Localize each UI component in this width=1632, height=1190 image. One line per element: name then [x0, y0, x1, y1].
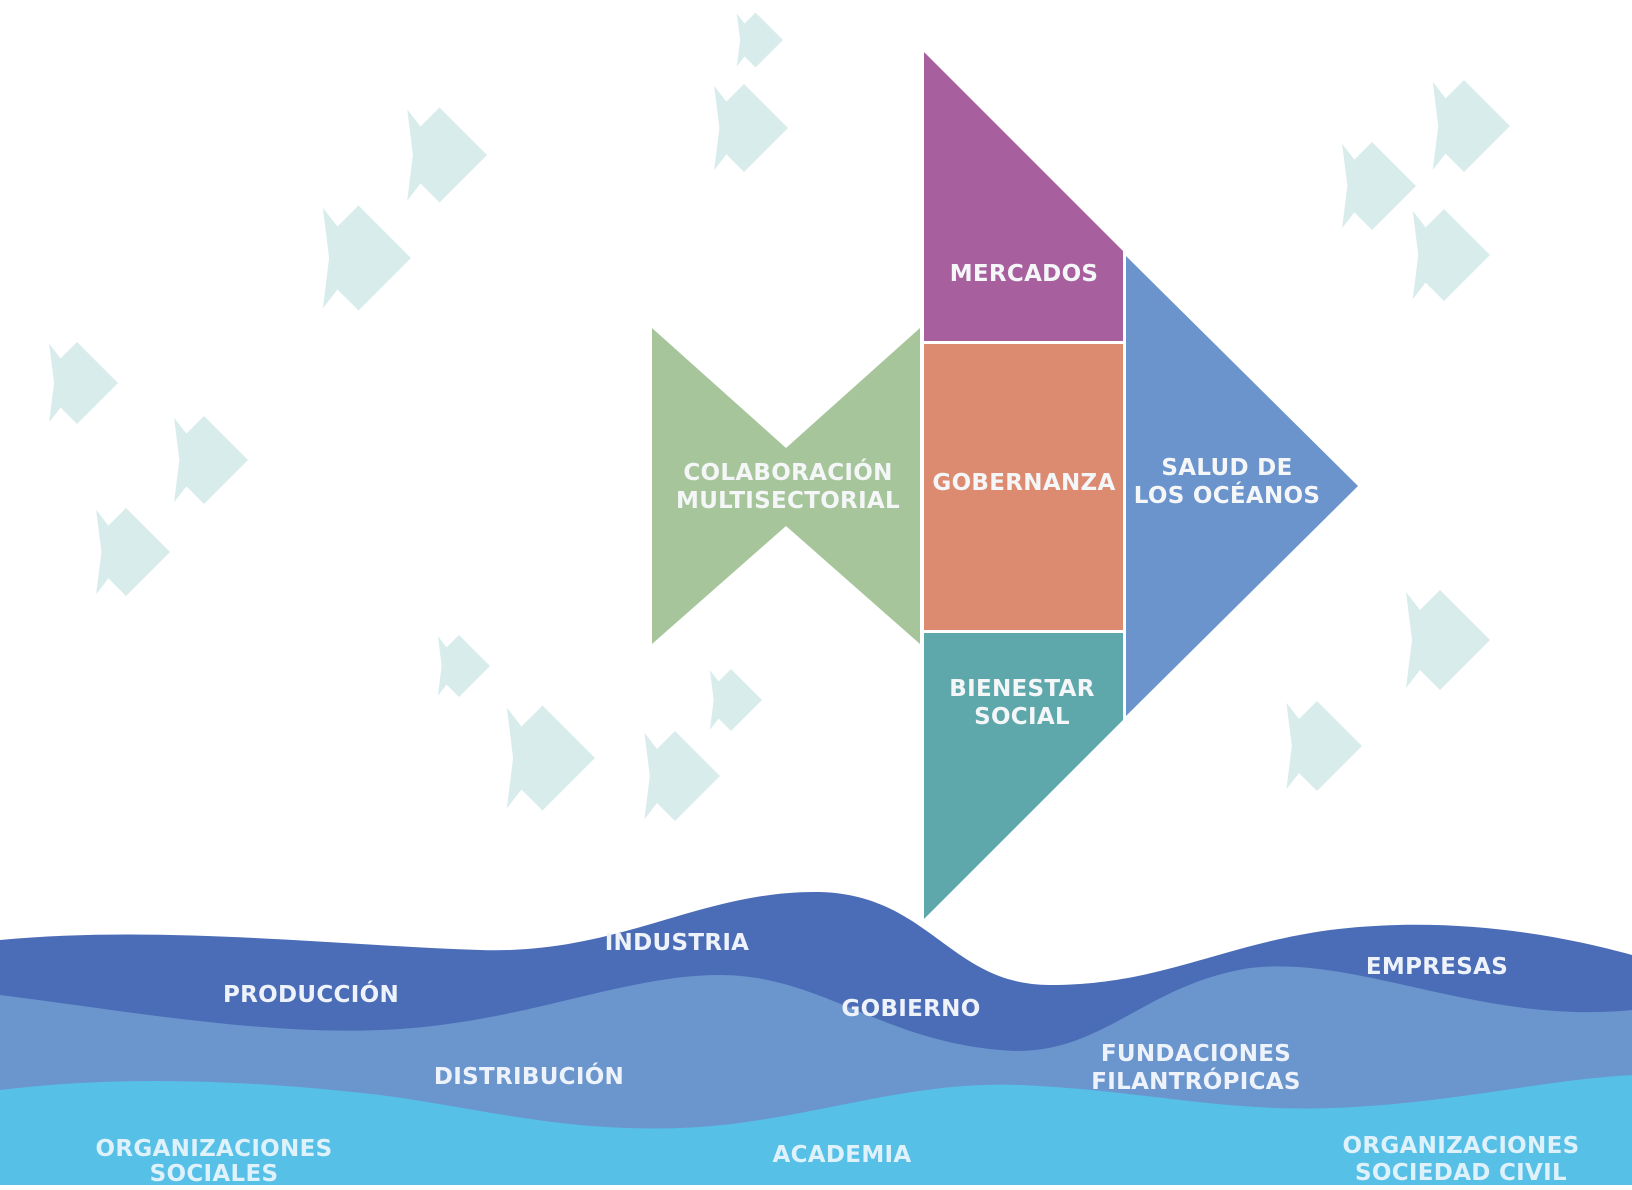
salud-label-line1: SALUD DE — [1161, 455, 1292, 481]
mercados-block — [924, 52, 1123, 341]
decorative-fish-icon — [728, 12, 783, 68]
decorative-fish-icon — [490, 705, 595, 811]
decorative-fish-icon — [1272, 701, 1362, 791]
ocean-waves: PRODUCCIÓN INDUSTRIA GOBIERNO EMPRESAS D… — [0, 891, 1632, 1187]
decorative-fish-icon — [700, 669, 762, 731]
salud-label-line2: LOS OCÉANOS — [1134, 481, 1321, 509]
wave-label-org-sociales-line2: SOCIALES — [150, 1161, 279, 1185]
wave-label-org-civil-line2: SOCIEDAD CIVIL — [1355, 1160, 1567, 1185]
colaboracion-label-line1: COLABORACIÓN — [683, 458, 892, 486]
decorative-fish-icon — [82, 508, 170, 596]
wave-label-empresas: EMPRESAS — [1366, 954, 1508, 980]
colaboracion-block — [652, 328, 920, 644]
bienestar-label-line1: BIENESTAR — [949, 676, 1094, 702]
central-fish: MERCADOS GOBERNANZA BIENESTAR SOCIAL COL… — [652, 52, 1358, 919]
wave-label-gobierno: GOBIERNO — [841, 996, 980, 1022]
decorative-fish-icon — [1328, 142, 1416, 230]
decorative-fish-icon — [1390, 590, 1490, 690]
decorative-fish-icon — [630, 731, 720, 821]
decorative-fish-icon — [1398, 209, 1490, 301]
salud-block — [1126, 256, 1358, 716]
wave-label-academia: ACADEMIA — [773, 1142, 912, 1168]
mercados-label: MERCADOS — [950, 261, 1099, 287]
gobernanza-block — [924, 344, 1123, 630]
decorative-fish-icon — [392, 107, 487, 203]
decorative-fish-icon — [306, 205, 411, 311]
wave-label-fundaciones-line1: FUNDACIONES — [1101, 1041, 1291, 1067]
bienestar-block — [924, 633, 1123, 919]
decorative-fish-icon — [428, 635, 490, 697]
wave-front — [0, 1075, 1632, 1185]
decorative-fish-school — [36, 12, 1510, 821]
wave-label-distribucion: DISTRIBUCIÓN — [434, 1062, 624, 1090]
colaboracion-label-line2: MULTISECTORIAL — [676, 488, 900, 514]
wave-label-produccion: PRODUCCIÓN — [223, 980, 399, 1008]
bienestar-label-line2: SOCIAL — [974, 704, 1070, 730]
wave-label-fundaciones-line2: FILANTRÓPICAS — [1091, 1067, 1301, 1095]
decorative-fish-icon — [160, 416, 248, 504]
wave-label-industria: INDUSTRIA — [605, 930, 750, 956]
decorative-fish-icon — [1418, 80, 1510, 172]
gobernanza-label: GOBERNANZA — [932, 470, 1115, 496]
wave-label-org-civil-line1: ORGANIZACIONES — [1343, 1133, 1580, 1159]
decorative-fish-icon — [700, 84, 788, 172]
wave-label-org-sociales-line1: ORGANIZACIONES — [96, 1136, 333, 1162]
decorative-fish-icon — [36, 342, 118, 424]
